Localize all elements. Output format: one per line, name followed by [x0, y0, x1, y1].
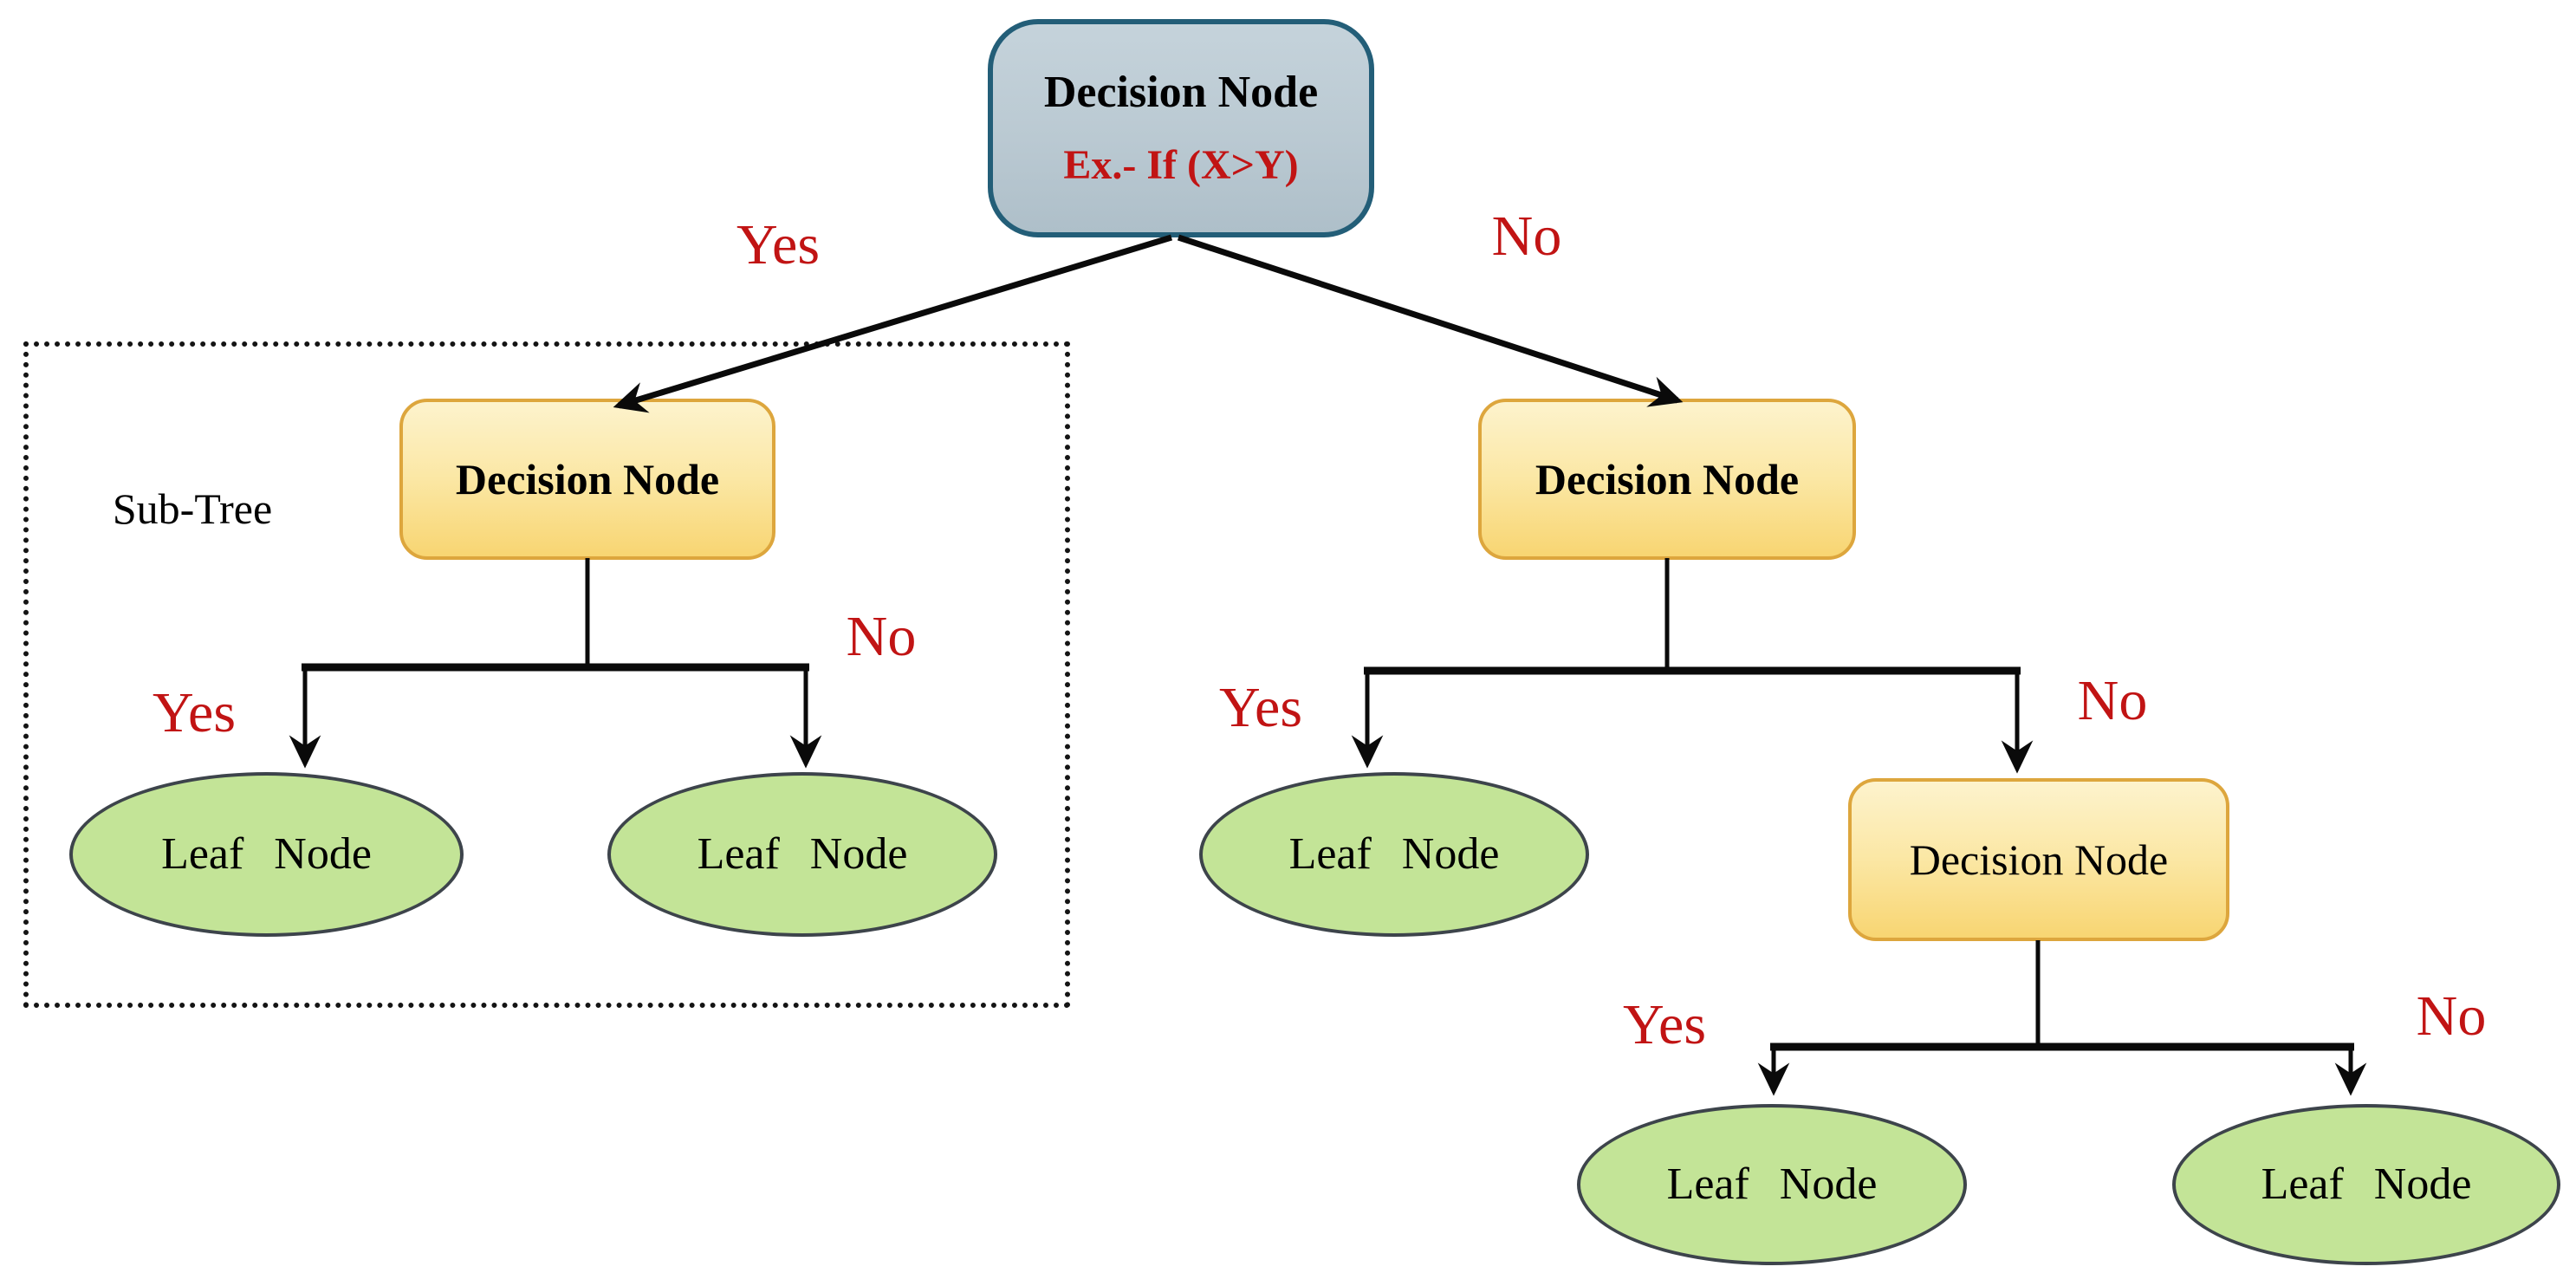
- leaf-node-1-label: Leaf Node: [161, 829, 372, 879]
- decision-node-right: Decision Node: [1478, 399, 1856, 560]
- leaf-node-4: Leaf Node: [1577, 1104, 1967, 1265]
- root-decision-node-example: Ex.- If (X>Y): [1063, 142, 1299, 188]
- edge-label-root-no: No: [1491, 205, 1562, 268]
- decision-node-left: Decision Node: [399, 399, 775, 560]
- leaf-node-3-label: Leaf Node: [1288, 829, 1500, 879]
- decision-node-bottom-label: Decision Node: [1909, 835, 2169, 884]
- edge-root-to-left-decision: [613, 234, 1173, 413]
- decision-node-left-label: Decision Node: [455, 455, 720, 503]
- leaf-node-3: Leaf Node: [1199, 772, 1589, 937]
- edge-label-left-no: No: [846, 605, 917, 668]
- edge-label-left-yes: Yes: [152, 681, 237, 744]
- leaf-node-4-label: Leaf Node: [1666, 1159, 1878, 1209]
- leaf-node-2-label: Leaf Node: [697, 829, 908, 879]
- decision-node-right-label: Decision Node: [1535, 455, 1800, 503]
- edge-label-right-yes: Yes: [1218, 676, 1303, 739]
- leaf-node-2: Leaf Node: [607, 772, 997, 937]
- subtree-dotted-region: [23, 341, 1070, 1008]
- edge-label-right-no: No: [2077, 669, 2148, 732]
- leaf-node-5: Leaf Node: [2172, 1104, 2560, 1265]
- root-decision-node-label: Decision Node: [1043, 68, 1319, 117]
- root-decision-node: Decision Node Ex.- If (X>Y): [988, 19, 1374, 237]
- edge-label-root-yes: Yes: [736, 213, 821, 276]
- edge-root-to-right-decision: [1177, 234, 1684, 407]
- edge-label-bottom-no: No: [2416, 984, 2487, 1048]
- leaf-node-1: Leaf Node: [69, 772, 464, 937]
- edge-label-bottom-yes: Yes: [1622, 993, 1707, 1056]
- decision-node-bottom: Decision Node: [1848, 778, 2229, 941]
- subtree-label: Sub-Tree: [112, 484, 273, 533]
- leaf-node-5-label: Leaf Node: [2261, 1159, 2472, 1209]
